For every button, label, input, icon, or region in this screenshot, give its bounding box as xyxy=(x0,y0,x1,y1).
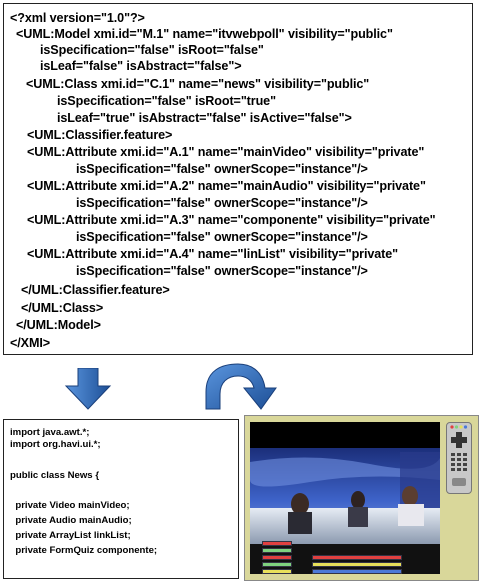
quiz-answer-bar[interactable] xyxy=(312,562,402,567)
news-video-frame xyxy=(250,422,440,574)
xml-line: <UML:Attribute xmi.id="A.3" name="compon… xyxy=(27,212,436,228)
xml-line: <UML:Attribute xmi.id="A.4" name="linLis… xyxy=(27,246,398,262)
menu-option-button[interactable] xyxy=(262,548,292,553)
remote-keys-icon xyxy=(447,423,471,493)
xml-line: <UML:Attribute xmi.id="A.1" name="mainVi… xyxy=(27,144,424,160)
xml-line: <UML:Class xmi.id="C.1" name="news" visi… xyxy=(26,76,369,92)
menu-option-button[interactable] xyxy=(262,562,292,567)
xml-line: <?xml version="1.0"?> xyxy=(10,10,145,26)
xml-line: isSpecification="false" isRoot="false" xyxy=(40,42,264,58)
curved-arrow-icon xyxy=(200,362,280,412)
remote-control-icon[interactable] xyxy=(446,422,472,494)
xml-line: isSpecification="false" ownerScope="inst… xyxy=(76,263,368,279)
xml-line: isLeaf="false" isAbstract="false"> xyxy=(40,58,241,74)
code-line: import org.havi.ui.*; xyxy=(10,439,101,450)
xml-line: isSpecification="false" ownerScope="inst… xyxy=(76,229,368,245)
xml-line: </UML:Model> xyxy=(16,317,101,333)
xml-line: </XMI> xyxy=(10,335,50,351)
code-line: private Audio mainAudio; xyxy=(10,515,132,526)
xml-line: isSpecification="false" ownerScope="inst… xyxy=(76,195,368,211)
code-line: private ArrayList linkList; xyxy=(10,530,131,541)
quiz-answer-bar[interactable] xyxy=(312,569,402,574)
xml-line: </UML:Classifier.feature> xyxy=(21,282,170,298)
code-line: public class News { xyxy=(10,470,99,481)
code-line: private FormQuiz componente; xyxy=(10,545,157,556)
xmi-panel: <?xml version="1.0"?> <UML:Model xmi.id=… xyxy=(3,3,473,355)
quiz-header-bar xyxy=(312,555,402,560)
xml-line: isSpecification="false" isRoot="true" xyxy=(57,93,276,109)
xml-line: isLeaf="true" isAbstract="false" isActiv… xyxy=(57,110,352,126)
xml-line: <UML:Model xmi.id="M.1" name="itvwebpoll… xyxy=(16,26,393,42)
menu-option-button[interactable] xyxy=(262,541,292,546)
xml-line: <UML:Attribute xmi.id="A.2" name="mainAu… xyxy=(27,178,426,194)
tv-application-preview xyxy=(244,415,479,581)
code-line: private Video mainVideo; xyxy=(10,500,130,511)
xml-line: <UML:Classifier.feature> xyxy=(27,127,172,143)
down-arrow-icon xyxy=(64,368,112,410)
code-line: import java.awt.*; xyxy=(10,427,89,438)
java-code-panel: import java.awt.*; import org.havi.ui.*;… xyxy=(3,419,239,579)
xml-line: isSpecification="false" ownerScope="inst… xyxy=(76,161,368,177)
menu-option-button[interactable] xyxy=(262,569,292,574)
menu-option-button[interactable] xyxy=(262,555,292,560)
xml-line: </UML:Class> xyxy=(21,300,103,316)
